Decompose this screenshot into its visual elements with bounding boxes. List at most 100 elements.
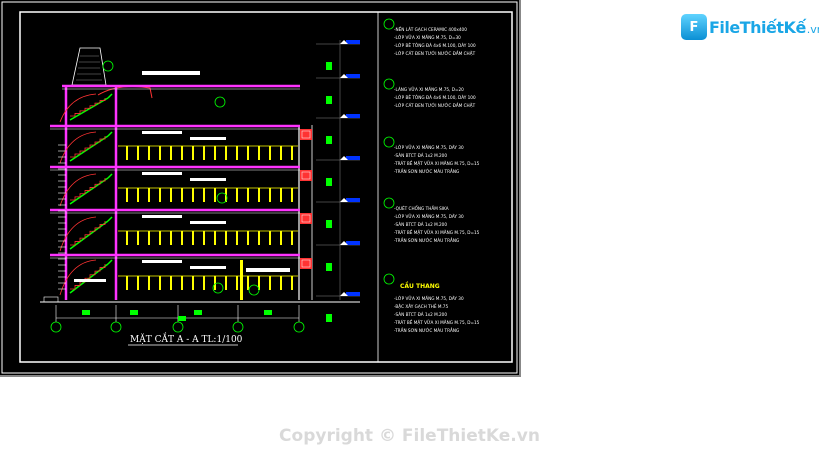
window-mullion xyxy=(192,188,194,202)
window-mullion xyxy=(148,231,150,245)
window-mullion xyxy=(280,188,282,202)
note-line: -LỚP CÁT ĐEN TƯỚI NƯỚC ĐẦM CHẶT xyxy=(394,103,476,108)
room-label-bar xyxy=(142,260,182,263)
level-marker-green xyxy=(326,314,332,322)
note-line: -TRÁT BỀ MẶT VỮA XI MĂNG M.75, D=15 xyxy=(394,320,480,325)
site-logo[interactable]: F FileThiếtKế .vn xyxy=(681,12,819,42)
note-bubble-icon xyxy=(383,197,395,209)
balcony-hatch xyxy=(300,258,312,269)
gf-bar-left xyxy=(74,279,106,282)
window-mullion xyxy=(137,146,139,160)
level-triangle-icon xyxy=(340,198,348,202)
window-mullion xyxy=(137,276,139,290)
section-bubble xyxy=(214,96,226,108)
window-mullion xyxy=(170,276,172,290)
drawing-frame xyxy=(19,11,513,363)
window-mullion xyxy=(170,231,172,245)
note-heading: CẦU THANG xyxy=(400,281,440,290)
level-triangle-icon xyxy=(340,156,348,160)
level-tag xyxy=(346,156,360,160)
window-mullion xyxy=(247,188,249,202)
note-line: -SÀN BTCT ĐÁ 1x2 M.200 xyxy=(394,222,447,227)
level-triangle-icon xyxy=(340,114,348,118)
window-mullion xyxy=(280,146,282,160)
room-label-bar xyxy=(142,215,182,218)
window-mullion xyxy=(203,146,205,160)
balcony-detail xyxy=(301,130,311,139)
window-mullion xyxy=(291,146,293,160)
drawing-title: MẶT CẮT A - A TL:1/100 xyxy=(130,332,243,345)
window-mullion xyxy=(159,146,161,160)
section-bubble xyxy=(248,284,260,296)
note-bubble-icon xyxy=(383,78,395,90)
dimension-tag xyxy=(82,310,90,315)
window-mullion xyxy=(258,276,260,290)
grid-bubble xyxy=(50,321,62,333)
note-line: -TRẦN SƠN NƯỚC MÀU TRẮNG xyxy=(394,238,459,243)
note-bubble-icon xyxy=(383,136,395,148)
window-mullion xyxy=(192,231,194,245)
window-mullion xyxy=(159,276,161,290)
stair-steps xyxy=(70,98,106,117)
balcony-detail xyxy=(301,259,311,268)
window-mullion xyxy=(236,231,238,245)
stair-landing xyxy=(107,259,113,265)
window-mullion xyxy=(181,276,183,290)
section-bubble xyxy=(216,192,228,204)
stair-steps xyxy=(70,221,106,246)
stair-landing xyxy=(107,216,113,222)
stair-curve xyxy=(59,216,97,252)
window-mullion xyxy=(137,188,139,202)
level-marker-green xyxy=(326,136,332,144)
floor-slabs xyxy=(50,84,312,269)
window-mullion xyxy=(148,188,150,202)
window-mullion xyxy=(214,188,216,202)
room-label-bar xyxy=(190,178,226,181)
window-mullion xyxy=(170,146,172,160)
balcony-detail xyxy=(301,214,311,223)
window-mullion xyxy=(280,231,282,245)
window-mullion xyxy=(247,276,249,290)
note-bubble-icon xyxy=(383,273,395,285)
level-markers xyxy=(316,40,360,322)
level-tag xyxy=(346,241,360,245)
notes-legend: -NỀN LÁT GẠCH CERAMIC 400x400-LỚP VỮA XI… xyxy=(383,18,480,333)
level-marker-green xyxy=(326,263,332,271)
window-mullion xyxy=(269,276,271,290)
section-bubble xyxy=(212,282,224,294)
windows xyxy=(118,145,298,290)
note-line: -LỚP VỮA XI MĂNG M.75, DÀY 30 xyxy=(394,214,464,219)
window-mullion xyxy=(126,146,128,160)
note-line: -LỚP CÁT ĐEN TƯỚI NƯỚC ĐẦM CHẶT xyxy=(394,51,476,56)
note-bubble-icon xyxy=(383,18,395,30)
window-mullion xyxy=(148,276,150,290)
window-mullion xyxy=(170,188,172,202)
window-mullion xyxy=(225,231,227,245)
grid-bubble xyxy=(232,321,244,333)
level-triangle-icon xyxy=(340,40,348,44)
outer-frame xyxy=(1,1,518,374)
level-tag xyxy=(346,114,360,118)
window-mullion xyxy=(126,188,128,202)
window-mullion xyxy=(203,276,205,290)
room-label-bar xyxy=(190,266,226,269)
gf-door xyxy=(240,260,243,300)
window-mullion xyxy=(181,231,183,245)
window-mullion xyxy=(269,146,271,160)
note-line: -LỚP BÊ TÔNG ĐÁ 4x6 M.100, DÀY 100 xyxy=(394,43,476,48)
stair-curve xyxy=(59,131,97,164)
stair-flight xyxy=(69,135,109,162)
room-label-bar xyxy=(190,221,226,224)
note-line: -BẬC XÂY GẠCH THẺ M.75 xyxy=(394,304,448,309)
note-line: -LÁNG VỮA XI MĂNG M.75, D=20 xyxy=(394,87,464,92)
window-mullion xyxy=(247,146,249,160)
stair-curve xyxy=(59,93,97,123)
stair-steps xyxy=(70,264,106,290)
window-mullion xyxy=(258,146,260,160)
note-line: -LỚP VỮA XI MĂNG M.75, DÀY 30 xyxy=(394,296,464,301)
stair-steps xyxy=(70,136,106,158)
logo-badge-icon: F xyxy=(681,14,707,40)
stairs xyxy=(58,93,113,296)
window-mullion xyxy=(203,188,205,202)
window-mullion xyxy=(203,231,205,245)
